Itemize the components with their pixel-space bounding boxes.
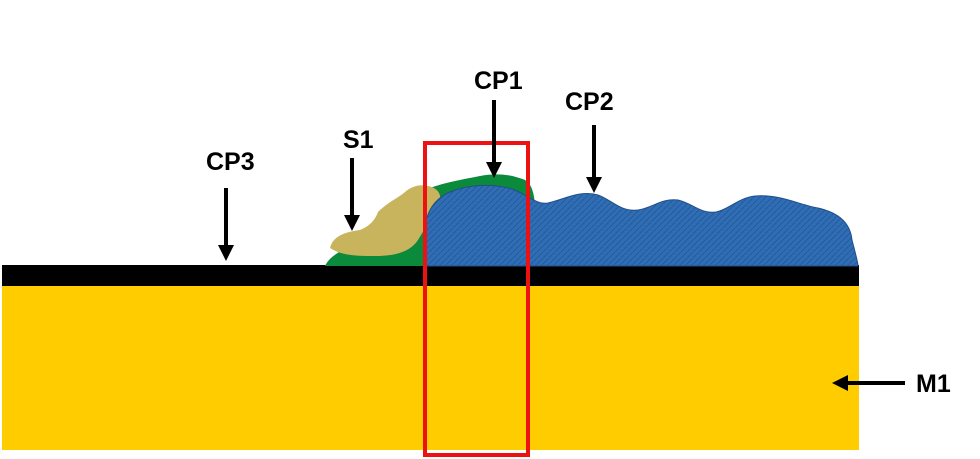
substrate-layer [2, 284, 859, 450]
label-cp3: CP3 [206, 148, 255, 176]
label-cp1: CP1 [474, 67, 523, 95]
label-s1: S1 [343, 126, 374, 154]
tan-s1-layer [330, 185, 441, 256]
thin-black-layer [2, 265, 859, 286]
highlight-box [423, 141, 530, 457]
label-cp2: CP2 [565, 88, 614, 116]
label-m1: M1 [916, 370, 951, 398]
blue-cp-layer [423, 184, 859, 267]
